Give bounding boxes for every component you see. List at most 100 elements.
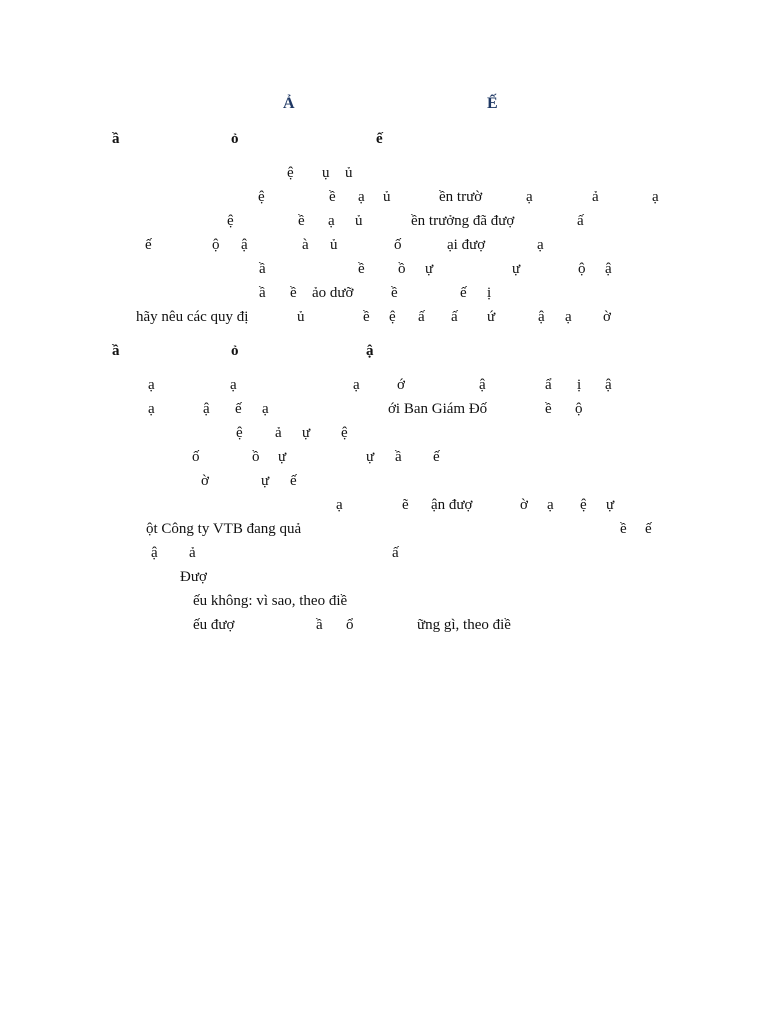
text-line: ầ ề ồ ự ự ộ ậ (0, 258, 768, 280)
text-fragment: ạ (526, 189, 533, 205)
text-fragment: ệ (580, 497, 587, 513)
text-fragment: ị (577, 377, 582, 393)
text-fragment: ầ (112, 131, 120, 147)
text-line: ếu không: vì sao, theo điề (0, 590, 768, 612)
text-line: ạ ẽ ận đượ ờ ạ ệ ự (0, 494, 768, 516)
text-fragment: ậ (538, 309, 545, 325)
text-fragment: Ế (487, 95, 498, 112)
text-fragment: ự (512, 261, 521, 277)
text-fragment: ậ (605, 261, 612, 277)
text-fragment: ẽ (402, 497, 409, 513)
text-fragment: ổ (346, 617, 354, 633)
text-fragment: ệ (389, 309, 396, 325)
text-fragment: ề (363, 309, 370, 325)
text-fragment: ự (606, 497, 615, 513)
text-fragment: ầ (112, 343, 120, 359)
text-fragment: ền trườ (439, 189, 483, 205)
text-fragment: ạ (652, 189, 659, 205)
text-line: ột Công ty VTB đang quả ề ế (0, 518, 768, 540)
text-fragment: ị (487, 285, 492, 301)
text-fragment: ộ (575, 401, 583, 417)
text-fragment: ầ (316, 617, 323, 633)
text-fragment: ề (329, 189, 336, 205)
text-fragment: ớ (397, 377, 405, 393)
text-fragment: ồ (252, 449, 260, 465)
text-fragment: ạ (230, 377, 237, 393)
text-fragment: ạ (353, 377, 360, 393)
text-fragment: ạ (148, 377, 155, 393)
section-title: ầ ỏ ậ (0, 340, 768, 362)
text-fragment: ế (290, 473, 297, 489)
text-fragment: ờ (201, 473, 209, 489)
text-fragment: hãy nêu các quy đị (136, 309, 249, 325)
text-fragment: ạ (262, 401, 269, 417)
text-fragment: ảo dưỡ (312, 285, 354, 301)
text-fragment: ệ (341, 425, 348, 441)
text-fragment: ề (545, 401, 552, 417)
text-fragment: Đượ (180, 569, 207, 585)
text-fragment: ạ (336, 497, 343, 513)
text-fragment: ạ (328, 213, 335, 229)
text-fragment: ệ (287, 165, 294, 181)
text-fragment: ạ (537, 237, 544, 253)
text-fragment: ỏ (231, 131, 239, 147)
text-fragment: ấ (451, 309, 458, 325)
text-fragment: ầ (259, 285, 266, 301)
text-fragment: ẩ (545, 377, 552, 393)
text-line: ạ ạ ạ ớ ậ ẩ ị ậ (0, 374, 768, 396)
text-fragment: ề (358, 261, 365, 277)
text-fragment: ầ (259, 261, 266, 277)
text-fragment: ờ (603, 309, 611, 325)
text-fragment: ộ (578, 261, 586, 277)
section-title: ầ ỏ ế (0, 128, 768, 150)
text-fragment: ế (645, 521, 652, 537)
text-line: ạ ậ ế ạ ới Ban Giám Đố ề ộ (0, 398, 768, 420)
text-fragment: ủ (383, 189, 391, 205)
text-fragment: ồ (398, 261, 406, 277)
text-line: ờ ự ế (0, 470, 768, 492)
text-fragment: ầ (395, 449, 402, 465)
text-fragment: Ả (283, 95, 295, 112)
text-fragment: ấ (577, 213, 584, 229)
text-fragment: ạ (565, 309, 572, 325)
text-fragment: ả (592, 189, 599, 205)
text-fragment: ế (235, 401, 242, 417)
text-line: ệ ụ ủ (0, 162, 768, 184)
text-fragment: ếu không: vì sao, theo điề (193, 593, 348, 609)
text-fragment: ủ (345, 165, 353, 181)
text-line: Đượ (0, 566, 768, 588)
text-fragment: ậ (151, 545, 158, 561)
doc-heading: Ả Ế (0, 93, 768, 115)
text-fragment: ề (620, 521, 627, 537)
text-fragment: à (302, 237, 309, 253)
text-fragment: ụ (322, 165, 330, 181)
text-line: ố ồ ự ự ầ ế (0, 446, 768, 468)
text-fragment: ế (376, 131, 383, 147)
text-line: ậ ả ấ (0, 542, 768, 564)
text-fragment: ự (425, 261, 434, 277)
text-fragment: ố (192, 449, 200, 465)
text-fragment: ấ (392, 545, 399, 561)
text-fragment: ả (189, 545, 196, 561)
text-fragment: ệ (227, 213, 234, 229)
text-fragment: ề (391, 285, 398, 301)
text-fragment: ạ (148, 401, 155, 417)
text-fragment: ạ (547, 497, 554, 513)
text-fragment: ậ (479, 377, 486, 393)
text-fragment: ạ (358, 189, 365, 205)
text-fragment: ậ (366, 343, 374, 359)
text-fragment: ệ (258, 189, 265, 205)
text-fragment: ố (394, 237, 402, 253)
text-line: ệ ề ạ ủ ền trườ ạ ả ạ (0, 186, 768, 208)
text-fragment: ế (433, 449, 440, 465)
text-fragment: ự (261, 473, 270, 489)
text-line: ệ ề ạ ủ ền trưởng đã đượ ấ (0, 210, 768, 232)
text-line: hãy nêu các quy đị ủ ề ệ ấ ấ ứ ậ ạ ờ (0, 306, 768, 328)
text-fragment: ỏ (231, 343, 239, 359)
text-fragment: ững gì, theo điề (417, 617, 511, 633)
text-fragment: ệ (236, 425, 243, 441)
text-fragment: ủ (355, 213, 363, 229)
text-fragment: ự (278, 449, 287, 465)
text-fragment: ếu đượ (193, 617, 235, 633)
text-fragment: ận đượ (431, 497, 473, 513)
